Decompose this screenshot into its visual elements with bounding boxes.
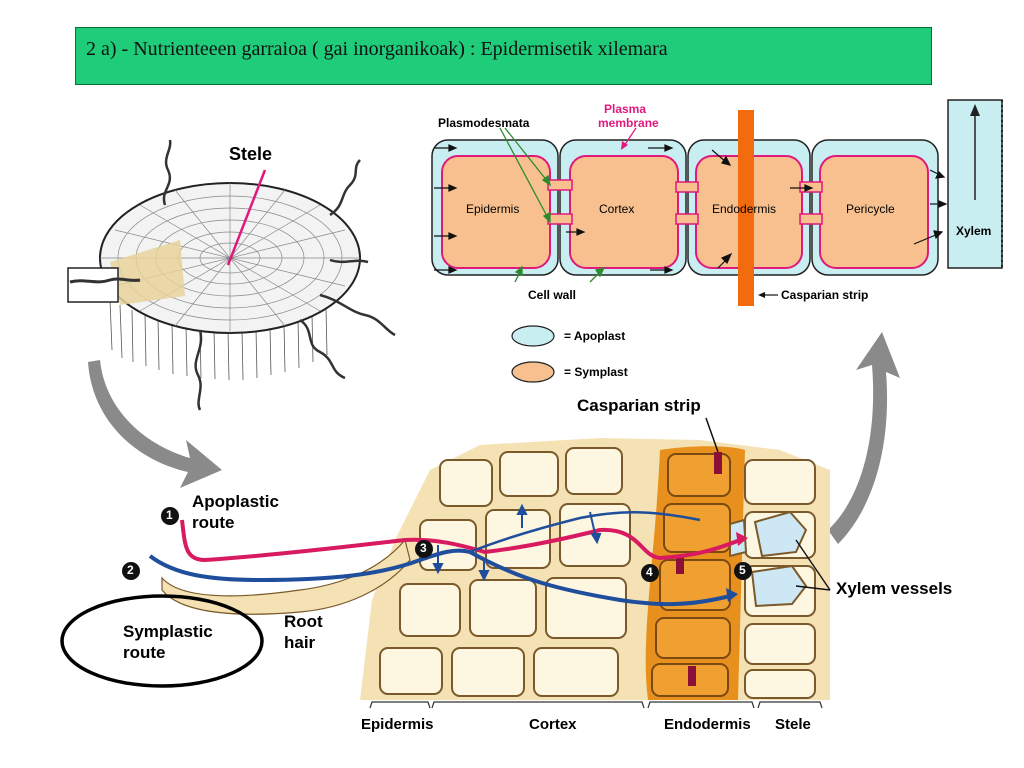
symplastic-route-path <box>148 548 731 607</box>
cortex-cells <box>379 447 631 697</box>
casparian-strip-marks <box>676 452 722 686</box>
plasma-membrane-label-2: membrane <box>598 116 659 130</box>
curved-arrow-up <box>828 332 900 544</box>
marker-4: 4 <box>646 565 653 579</box>
plasma-membrane-label-1: Plasma <box>604 102 647 116</box>
root-hairs <box>109 299 328 381</box>
highlighted-tissue-wedge <box>110 240 185 305</box>
plasmodesmata-pointers <box>499 127 606 283</box>
plasmodesmata-label: Plasmodesmata <box>438 116 530 130</box>
root-hair-label-2: hair <box>284 633 316 652</box>
legend-symplast-swatch <box>511 361 555 383</box>
casparian-strip-bar <box>738 110 754 306</box>
symplastic-arrows <box>432 503 602 582</box>
marker-5: 5 <box>739 563 746 577</box>
marker-1: 1 <box>166 508 173 522</box>
cell-label-pericycle: Pericycle <box>846 202 895 216</box>
apoplastic-route-path <box>180 519 741 563</box>
root-hair-label-1: Root <box>284 612 323 631</box>
step-markers <box>122 507 752 582</box>
region-label-cortex: Cortex <box>529 716 577 733</box>
symplastic-route-label-2: route <box>123 643 166 662</box>
region-brackets <box>369 701 823 709</box>
legend-apoplast-swatch <box>511 325 555 347</box>
cell-label-cortex: Cortex <box>599 202 635 216</box>
apoplastic-route-label-1: Apoplastic <box>192 492 279 511</box>
wavy-root-hairs <box>162 139 396 411</box>
region-label-epidermis: Epidermis <box>361 716 434 733</box>
curved-arrow-down <box>88 360 222 488</box>
marker-2: 2 <box>127 563 134 577</box>
region-label-endodermis: Endodermis <box>664 716 751 733</box>
root-hair-tube <box>161 538 411 615</box>
slide-title: 2 a) - Nutrienteeen garraioa ( gai inorg… <box>86 38 668 60</box>
xylem-vessels-label: Xylem vessels <box>836 579 953 598</box>
xylem-label: Xylem <box>956 224 992 238</box>
region-label-stele: Stele <box>775 716 811 733</box>
symplastic-route-label-1: Symplastic <box>123 622 213 641</box>
flow-arrows <box>434 144 948 274</box>
marker-3: 3 <box>420 541 427 555</box>
cell-wall-label: Cell wall <box>528 288 577 302</box>
cell-label-epidermis: Epidermis <box>466 202 520 216</box>
cell-label-endodermis: Endodermis <box>712 202 777 216</box>
casparian-strip-label-top: Casparian strip <box>781 288 869 302</box>
symplast-cells <box>441 155 929 269</box>
title-banner: 2 a) - Nutrienteeen garraioa ( gai inorg… <box>75 27 932 85</box>
legend-apoplast-label: = Apoplast <box>564 329 626 343</box>
root-hair-box <box>67 267 119 303</box>
legend-symplast-label: = Symplast <box>564 365 628 379</box>
symplastic-route-ellipse <box>60 594 264 688</box>
casparian-strip-label-bottom: Casparian strip <box>577 396 701 415</box>
apoplastic-route-label-2: route <box>192 513 235 532</box>
stele-pointer-line <box>226 169 267 266</box>
stele-label: Stele <box>229 144 273 164</box>
